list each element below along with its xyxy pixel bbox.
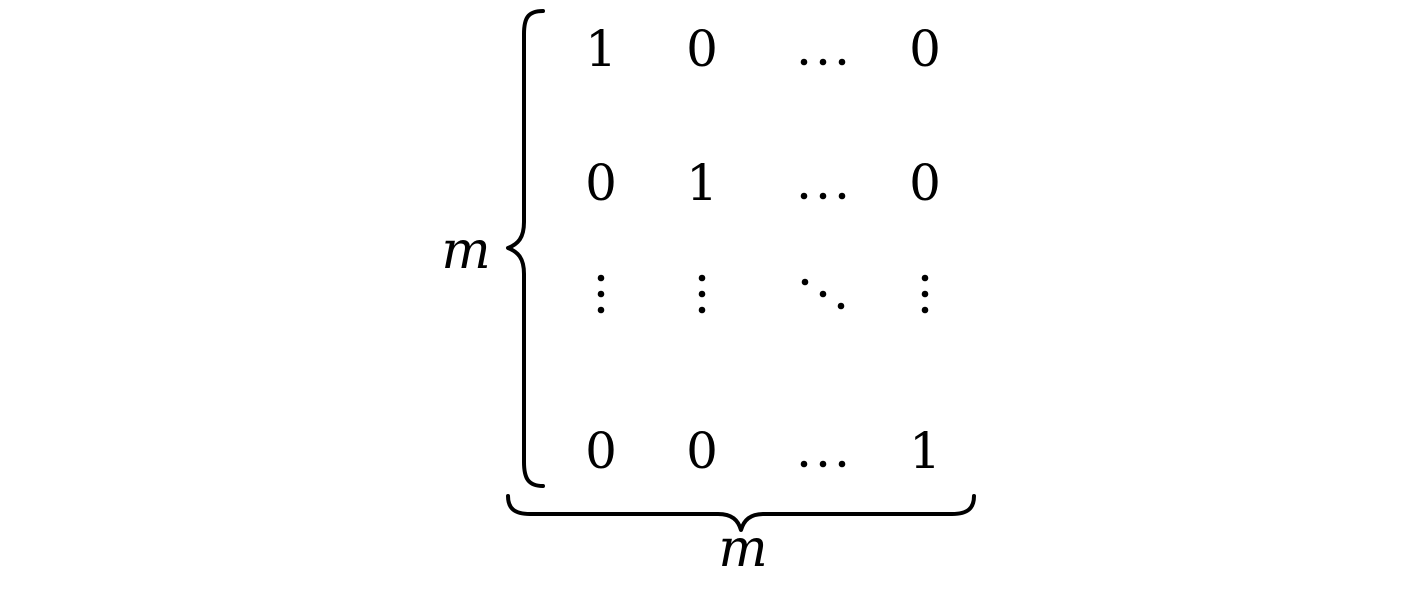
rows-label: m <box>441 221 490 281</box>
matrix-cell-3-2 <box>800 460 846 468</box>
matrix-cell-2-3 <box>921 274 929 314</box>
matrix-cell-2-1 <box>698 274 706 314</box>
matrix-cell-2-2 <box>801 278 845 310</box>
matrix-cells: 1 0 0 0 1 0 0 0 1 <box>585 20 941 480</box>
matrix-cell-1-3: 0 <box>909 154 941 212</box>
matrix-cell-0-0: 1 <box>585 20 617 78</box>
matrix-cell-2-0 <box>597 274 605 314</box>
matrix-cell-3-3: 1 <box>909 422 941 480</box>
left-curly-brace <box>506 9 545 488</box>
matrix-cell-0-2 <box>800 58 846 66</box>
cols-label: m <box>718 519 767 579</box>
matrix-cell-0-3: 0 <box>909 20 941 78</box>
bottom-curly-brace <box>506 494 976 532</box>
matrix-cell-1-2 <box>800 192 846 200</box>
matrix-cell-3-1: 0 <box>686 422 718 480</box>
matrix-cell-1-1: 1 <box>686 154 718 212</box>
matrix-cell-1-0: 0 <box>585 154 617 212</box>
matrix-cell-3-0: 0 <box>585 422 617 480</box>
matrix-cell-0-1: 0 <box>686 20 718 78</box>
